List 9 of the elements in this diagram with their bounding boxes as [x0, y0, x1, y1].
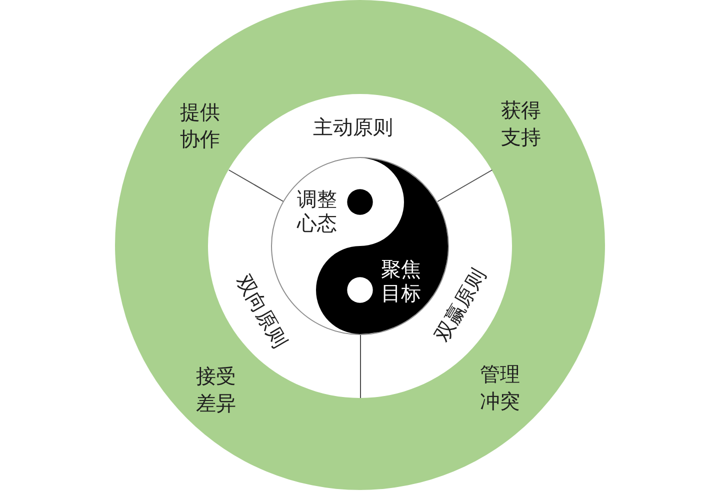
center-label: 聚焦目标	[380, 257, 422, 305]
ring-label: 管理冲突	[479, 361, 521, 415]
principle-label: 双赢原则	[430, 264, 490, 346]
ring-label: 获得支持	[500, 97, 542, 151]
principle-label: 主动原则	[313, 115, 393, 139]
ring-label: 提供协作	[179, 99, 221, 153]
principle-label: 双向原则	[232, 270, 292, 352]
ring-label: 接受差异	[195, 363, 237, 417]
center-label: 调整心态	[296, 187, 338, 235]
